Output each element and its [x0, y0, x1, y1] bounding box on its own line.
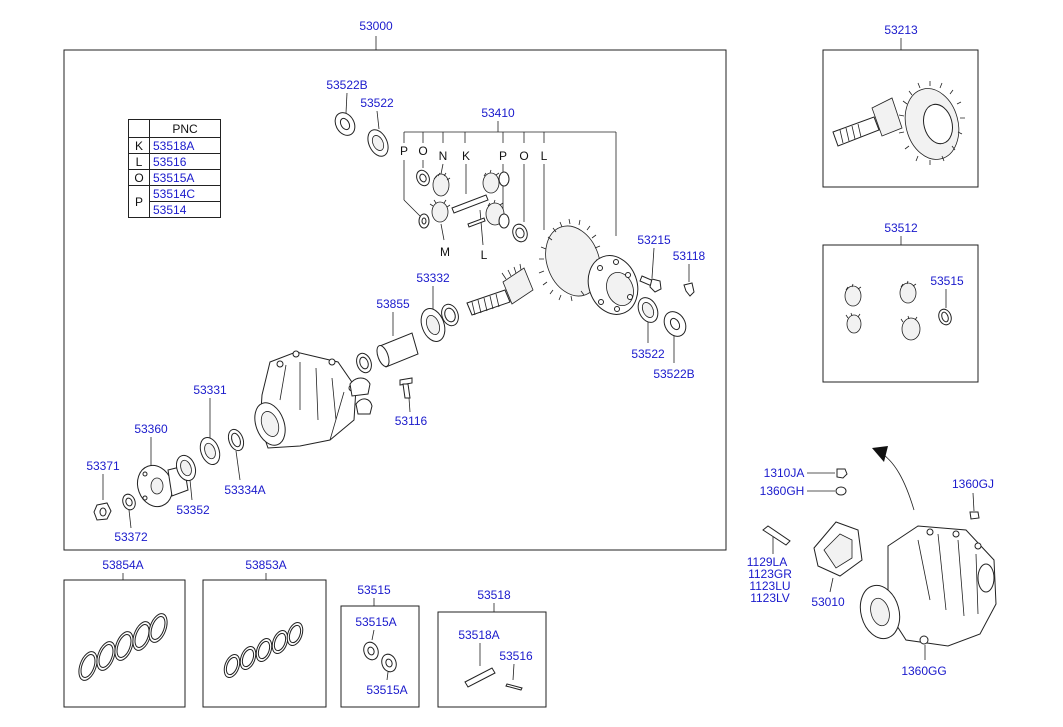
pnc-table-value[interactable]: 53515A: [149, 169, 221, 186]
pnc-table-key: O: [128, 169, 150, 186]
pnc-table-key: K: [128, 137, 150, 154]
differential-case: [538, 218, 639, 315]
gear-set-53213-panel: 53213: [822, 23, 979, 188]
pnc-1123lu[interactable]: 1123LU: [749, 579, 790, 593]
pnc-53515a-bottom[interactable]: 53515A: [366, 683, 407, 697]
pnc-53372[interactable]: 53372: [114, 530, 148, 544]
main-assembly-frame: 53000: [63, 19, 727, 551]
pnc-53010[interactable]: 53010: [811, 595, 845, 609]
pnc-table-value[interactable]: 53518A: [149, 137, 221, 154]
washer-53522b-top: 53522B: [326, 78, 368, 136]
bearing-53522-top: 53522: [360, 96, 394, 157]
bolt-53215: 53215: [637, 233, 671, 293]
spacer-53855: 53855: [356, 297, 419, 374]
shaft-set-53518-panel: 53518 53518A 53516: [437, 588, 547, 708]
bearing-53332: 53332: [416, 271, 459, 342]
pnc-1360gh[interactable]: 1360GH: [760, 484, 805, 498]
pnc-53360[interactable]: 53360: [134, 422, 168, 436]
seal-53352: 53352: [175, 454, 210, 517]
pnc-1123gr[interactable]: 1123GR: [748, 567, 792, 581]
letter-m: M: [440, 245, 450, 259]
mounting-assembly: 1310JA 1360GH 1360GJ 1129LA 1123GR 1123L…: [747, 446, 997, 678]
pnc-53516[interactable]: 53516: [499, 649, 533, 663]
letter-o-2: O: [519, 149, 528, 163]
letter-p-1: P: [400, 144, 408, 158]
pnc-53352[interactable]: 53352: [176, 503, 210, 517]
pnc-53118[interactable]: 53118: [673, 249, 706, 263]
shim-set-53853a-panel: 53853A: [202, 558, 327, 708]
pnc-53855[interactable]: 53855: [376, 297, 410, 311]
pnc-53512[interactable]: 53512: [884, 221, 918, 235]
flange-53360: 53360: [134, 422, 189, 508]
bearing-53331: 53331 53334A: [193, 383, 265, 497]
bearing-53522-bottom: 53522: [631, 297, 665, 361]
pnc-1360gg[interactable]: 1360GG: [901, 664, 946, 678]
pnc-53522b-bottom[interactable]: 53522B: [653, 367, 694, 381]
pnc-table-value[interactable]: 53516: [149, 153, 221, 170]
washer-53522b-bottom: 53522B: [653, 311, 695, 381]
pnc-table-value[interactable]: 53514: [149, 201, 221, 218]
pnc-53853a[interactable]: 53853A: [245, 558, 286, 572]
side-gear-p: [482, 169, 500, 194]
nut-53371: 53371: [86, 459, 120, 521]
pnc-53213[interactable]: 53213: [884, 23, 918, 37]
washer-set-53515-panel: 53515 53515A 53515A: [340, 583, 420, 708]
pnc-1310ja[interactable]: 1310JA: [764, 466, 805, 480]
pnc-53518[interactable]: 53518: [477, 588, 511, 602]
pnc-53334a[interactable]: 53334A: [224, 483, 265, 497]
pnc-table-key: P: [128, 185, 150, 218]
pnc-1123lv[interactable]: 1123LV: [750, 591, 790, 605]
pnc-53000[interactable]: 53000: [359, 19, 393, 33]
pnc-53515a-top[interactable]: 53515A: [355, 615, 396, 629]
shim-set-53854a-panel: 53854A: [63, 558, 186, 708]
carrier-housing: [254, 350, 357, 449]
pnc-53518a[interactable]: 53518A: [458, 628, 499, 642]
pnc-1360gj[interactable]: 1360GJ: [952, 477, 994, 491]
pnc-1129la[interactable]: 1129LA: [747, 555, 787, 569]
pnc-table-corner: [128, 119, 150, 138]
pnc-53116[interactable]: 53116: [395, 414, 428, 428]
pnc-53332[interactable]: 53332: [416, 271, 450, 285]
bearing-caps: [349, 377, 373, 415]
gear-set-53410: 53410 P O N K P O L M L: [400, 106, 617, 262]
pnc-53522-bottom[interactable]: 53522: [631, 347, 665, 361]
pnc-53854a[interactable]: 53854A: [102, 558, 143, 572]
pnc-53522b-top[interactable]: 53522B: [326, 78, 367, 92]
letter-o-1: O: [418, 144, 427, 158]
pnc-table-key: L: [128, 153, 150, 170]
pnc-53331[interactable]: 53331: [193, 383, 227, 397]
pnc-53215[interactable]: 53215: [637, 233, 671, 247]
pnc-53522-top[interactable]: 53522: [360, 96, 394, 110]
plug-53118: 53118: [673, 249, 706, 297]
washer-53372: 53372: [114, 493, 148, 544]
pinion-gear-m: [429, 199, 451, 223]
pnc-53410[interactable]: 53410: [481, 106, 515, 120]
pnc-table-value[interactable]: 53514C: [149, 185, 221, 202]
pnc-table-header: PNC: [149, 119, 221, 138]
letter-p-2: P: [499, 149, 507, 163]
pnc-53371[interactable]: 53371: [86, 459, 120, 473]
pinion-gear-n: [432, 172, 451, 197]
letter-n: N: [439, 149, 448, 163]
drive-pinion: [466, 263, 534, 316]
pnc-legend-table: PNC K 53518A L 53516 O 53515A P 53514C 5…: [128, 119, 221, 218]
letter-k: K: [462, 149, 470, 163]
letter-l-1: L: [541, 149, 548, 163]
bolt-53116: 53116: [395, 377, 428, 428]
gear-kit-53512-panel: 53512 53515: [822, 221, 979, 383]
pnc-53515-box[interactable]: 53515: [357, 583, 391, 597]
pnc-53515-side[interactable]: 53515: [930, 274, 964, 288]
letter-l-2: L: [481, 248, 488, 262]
